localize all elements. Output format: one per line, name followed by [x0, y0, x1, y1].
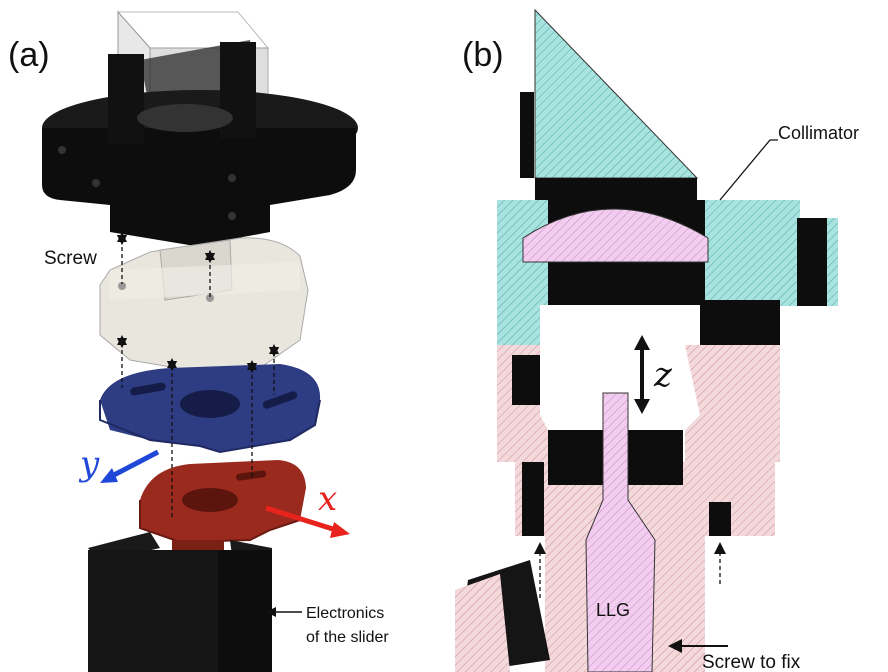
electronics-label-line2: of the slider — [306, 629, 389, 646]
collimator-label: Collimator — [778, 123, 859, 143]
panel-a-label: (a) — [8, 36, 50, 74]
y-axis-label: y — [78, 444, 100, 484]
screw-to-fix-label: Screw to fix — [702, 652, 801, 672]
lens-section — [522, 208, 709, 263]
white-mount — [99, 237, 309, 373]
y-axis-arrow — [100, 449, 160, 483]
electronics-label-line1: Electronics — [306, 605, 384, 622]
panel-b-label: (b) — [462, 36, 504, 74]
panel-a: (a) — [8, 10, 389, 672]
panel-b: (b) — [455, 8, 859, 672]
screw-dashes — [539, 552, 721, 600]
assembly-lines — [116, 234, 280, 520]
llg-rod — [585, 392, 656, 672]
slider-body — [88, 532, 272, 672]
screw-label: Screw — [44, 248, 97, 269]
electronics-arrow — [266, 607, 302, 617]
x-axis-arrow — [265, 505, 350, 538]
navy-plate — [99, 364, 321, 454]
screw-to-fix-arrow — [668, 639, 728, 653]
collimator-leader — [719, 139, 778, 201]
x-axis-label: x — [318, 479, 337, 519]
z-axis-arrow — [634, 335, 650, 414]
z-axis-label: z — [653, 355, 673, 395]
llg-label: LLG — [596, 600, 630, 620]
black-holder — [42, 42, 358, 246]
prism-section — [534, 8, 699, 179]
